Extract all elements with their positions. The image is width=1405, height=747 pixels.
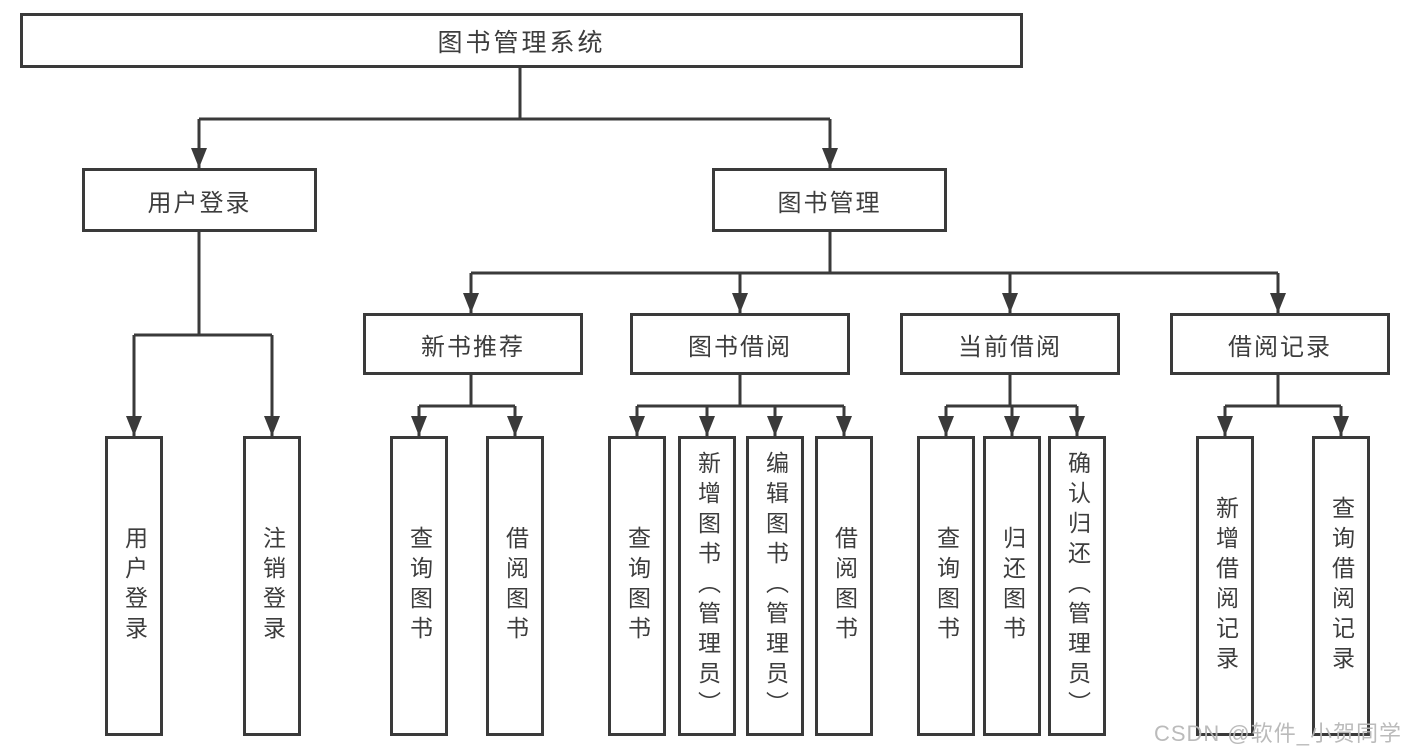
leaf-query-books-2-label: 查询图书 [624, 526, 651, 646]
leaf-confirm-return-admin: 确认归还（管理员） [1048, 436, 1106, 736]
leaf-borrow-books-2: 借阅图书 [815, 436, 873, 736]
leaf-query-books-1: 查询图书 [390, 436, 448, 736]
leaf-add-borrow-record-label: 新增借阅记录 [1212, 496, 1239, 676]
node-current-borrow: 当前借阅 [900, 313, 1120, 375]
node-current-borrow-label: 当前借阅 [958, 333, 1062, 361]
csdn-watermark: CSDN @软件_小贺同学 [1153, 721, 1402, 746]
node-root-label: 图书管理系统 [437, 28, 606, 57]
node-book-borrow-label: 图书借阅 [688, 333, 792, 361]
node-borrow-record-label: 借阅记录 [1228, 333, 1332, 361]
leaf-confirm-return-admin-label: 确认归还（管理员） [1064, 451, 1091, 721]
leaf-return-books: 归还图书 [983, 436, 1041, 736]
leaf-logout: 注销登录 [243, 436, 301, 736]
leaf-return-books-label: 归还图书 [999, 526, 1026, 646]
leaf-borrow-books-1-label: 借阅图书 [502, 526, 529, 646]
leaf-user-login: 用户登录 [105, 436, 163, 736]
node-book-management-label: 图书管理 [777, 189, 882, 217]
leaf-add-books-admin-label: 新增图书（管理员） [694, 451, 721, 721]
node-new-book-recommend-label: 新书推荐 [421, 333, 525, 361]
leaf-borrow-books-1: 借阅图书 [486, 436, 544, 736]
leaf-query-books-2: 查询图书 [608, 436, 666, 736]
node-book-borrow: 图书借阅 [630, 313, 850, 375]
leaf-query-books-3: 查询图书 [917, 436, 975, 736]
node-user-login-label: 用户登录 [147, 189, 252, 217]
leaf-query-books-1-label: 查询图书 [406, 526, 433, 646]
node-book-management: 图书管理 [712, 168, 947, 232]
leaf-borrow-books-2-label: 借阅图书 [831, 526, 858, 646]
node-new-book-recommend: 新书推荐 [363, 313, 583, 375]
leaf-query-borrow-record-label: 查询借阅记录 [1328, 496, 1355, 676]
leaf-add-books-admin: 新增图书（管理员） [678, 436, 736, 736]
leaf-user-login-label: 用户登录 [121, 526, 148, 646]
leaf-add-borrow-record: 新增借阅记录 [1196, 436, 1254, 736]
leaf-query-books-3-label: 查询图书 [933, 526, 960, 646]
node-borrow-record: 借阅记录 [1170, 313, 1390, 375]
node-user-login: 用户登录 [82, 168, 317, 232]
leaf-edit-books-admin-label: 编辑图书（管理员） [762, 451, 789, 721]
leaf-query-borrow-record: 查询借阅记录 [1312, 436, 1370, 736]
leaf-edit-books-admin: 编辑图书（管理员） [746, 436, 804, 736]
node-root-system: 图书管理系统 [20, 13, 1023, 68]
leaf-logout-label: 注销登录 [259, 526, 286, 646]
